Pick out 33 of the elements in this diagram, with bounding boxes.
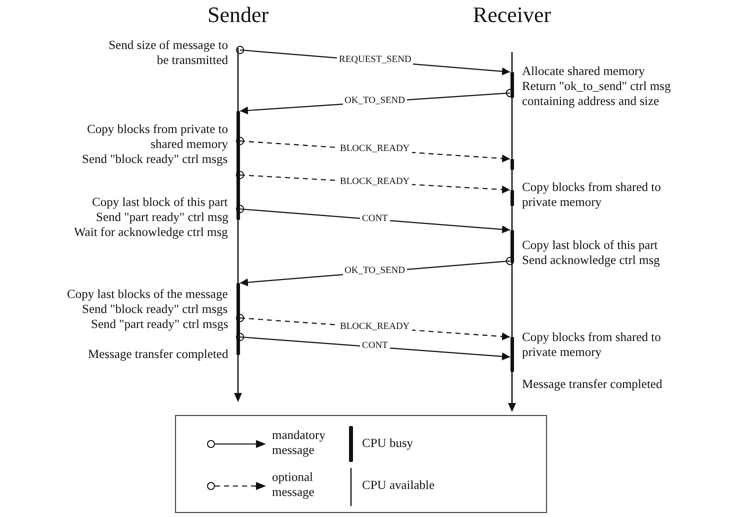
note-text: Message transfer completed [88, 347, 228, 362]
legend-text: CPU busy [362, 436, 414, 451]
note-text: Message transfer completed [522, 377, 662, 392]
arrow [236, 204, 510, 234]
note-text: Copy blocks from private to shared memory [86, 122, 228, 152]
note-text: Copy last blocks of the message [67, 287, 228, 302]
note-text: Return "ok_to_send" ctrl msg containing address and size [522, 79, 672, 109]
note-text: Copy blocks from shared to private memory [522, 180, 662, 210]
legend-text: CPU available [362, 478, 436, 493]
note-text: Send "part ready" ctrl msg [96, 210, 228, 225]
note-text: Copy blocks from shared to private memory [522, 330, 662, 360]
edge-label: OK_TO_SEND [342, 96, 408, 107]
lifeline-title: Receiver [472, 2, 552, 28]
arrow [236, 332, 510, 360]
note-text: Allocate shared memory [522, 64, 645, 79]
note-text: Send "block ready" ctrl msgs [82, 152, 228, 167]
note-text: Send acknowledge ctrl msg [522, 253, 660, 268]
legend-text: optional message [272, 470, 316, 500]
note-text: Wait for acknowledge ctrl msg [74, 225, 228, 240]
edge-label: CONT [360, 341, 390, 352]
edge-label: BLOCK_READY [338, 176, 412, 188]
note-text: Send "block ready" ctrl msgs [82, 302, 228, 317]
edge-label: CONT [360, 214, 390, 224]
note-text: Send size of message to be transmitted [108, 38, 228, 68]
edge-label: REQUEST_SEND [337, 55, 414, 66]
edge-label: BLOCK_READY [338, 144, 412, 155]
edge-label: OK_TO_SEND [342, 266, 408, 277]
note-text: Send "part ready" ctrl msgs [91, 317, 228, 332]
note-text: Copy last block of this part [522, 238, 658, 253]
lifeline-title: Sender [206, 2, 270, 28]
legend-text: mandatory message [272, 428, 326, 458]
note-text: Copy last block of this part [92, 195, 228, 210]
edge-label: BLOCK_READY [338, 322, 412, 332]
